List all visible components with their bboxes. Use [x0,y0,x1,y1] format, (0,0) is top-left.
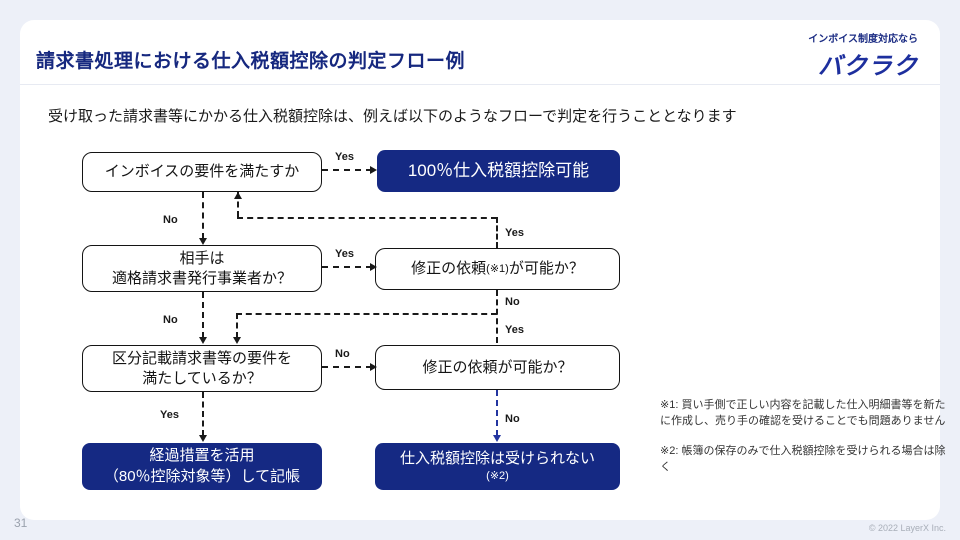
page-title: 請求書処理における仕入税額控除の判定フロー例 [36,51,466,72]
node-kubun-requirements-line2: 満たしているか？ [142,369,262,387]
node-correction-request-2: 修正の依頼が可能か？ [375,345,620,390]
edge-fix2-return-yes-label: Yes [505,324,524,336]
edge-invoice-no-label: No [163,214,178,226]
node-qualified-issuer: 相手は 適格請求書発行事業者か？ [82,245,322,292]
edge-issuer-no-label: No [163,314,178,326]
bakuraku-logo: バクラク [818,53,918,80]
footnotes: ※1: 買い手側で正しい内容を記載した仕入明細書等を新たに作成し、売り手の確認を… [660,398,952,476]
edge-fix2-no-label: No [505,413,520,425]
slide-card: 請求書処理における仕入税額控除の判定フロー例 インボイス制度対応なら バクラク … [20,20,945,520]
footnote-1: ※1: 買い手側で正しい内容を記載した仕入明細書等を新たに作成し、売り手の確認を… [660,399,946,427]
edge-kubun-no-label: No [335,348,350,360]
node-transitional-measures: 経過措置を活用 （80％控除対象等）して記帳 [82,443,322,490]
edge-merge-downline [236,313,238,338]
node-invoice-requirements-label: インボイスの要件を満たすか [104,163,300,181]
footnote-2: ※2: 帳簿の保存のみで仕入税額控除を受けられる場合は除く [660,444,946,473]
edge-fix2-no-line [496,390,498,436]
node-qualified-issuer-line2: 適格請求書発行事業者か？ [111,269,292,287]
node-no-deduction: 仕入税額控除は受けられない (※2) [375,443,620,490]
node-no-deduction-line1: 仕入税額控除は受けられない [399,449,595,467]
node-correction-request-2-label: 修正の依頼が可能か？ [422,358,573,376]
node-invoice-requirements: インボイスの要件を満たすか [82,152,322,192]
edge-issuer-no-line [202,292,204,338]
edge-issuer-yes-label: Yes [335,248,354,260]
slide-subtitle: 受け取った請求書等にかかる仕入税額控除は、例えば以下のようなフローで判定を行うこ… [48,108,737,125]
node-kubun-requirements: 区分記載請求書等の要件を 満たしているか？ [82,345,322,392]
node-correction-request-1: 修正の依頼(※1)が可能か？ [375,248,620,290]
edge-issuer-yes-arrowhead [370,263,377,271]
edge-kubun-no-line [322,366,372,368]
edge-invoice-yes-line [322,169,372,171]
edge-fix1-return-vline [496,217,498,248]
edge-fix1-return-yes-label: Yes [505,227,524,239]
edge-invoice-yes-arrowhead [370,166,377,174]
edge-kubun-yes-label: Yes [160,409,179,421]
node-qualified-issuer-line1: 相手は [179,250,225,267]
edge-issuer-no-arrowhead [199,337,207,344]
node-kubun-requirements-line1: 区分記載請求書等の要件を [111,350,292,367]
node-full-deduction: 100％仕入税額控除可能 [377,150,620,192]
header-divider [20,84,940,85]
node-transitional-measures-line1: 経過措置を活用 [149,447,255,465]
node-correction-request-1-note: (※1) [486,262,509,275]
node-transitional-measures-line2: （80％控除対象等）して記帳 [103,467,301,485]
edge-fix2-no-arrowhead [493,435,501,442]
edge-merge-arrowhead [233,337,241,344]
edge-kubun-yes-arrowhead [199,435,207,442]
edge-issuer-yes-line [322,266,372,268]
edge-kubun-yes-line [202,392,204,436]
edge-fix1-return-upline [237,192,239,217]
edge-fix1-no-vline [496,290,498,343]
page-number: 31 [14,516,28,530]
node-no-deduction-line2: (※2) [486,470,509,483]
node-correction-request-1-pre: 修正の依頼 [411,260,487,278]
node-correction-request-1-post: が可能か？ [508,260,584,278]
node-full-deduction-label: 100％仕入税額控除可能 [407,160,590,180]
edge-fix1-return-arrowhead [234,192,242,199]
edge-invoice-no-line [202,192,204,239]
logo-tagline: インボイス制度対応なら [808,34,918,45]
edge-fix1-return-hline [237,217,497,219]
edge-merge-hline [236,313,497,315]
edge-fix1-no-label: No [505,296,520,308]
copyright-text: © 2022 LayerX Inc. [868,523,946,533]
edge-invoice-yes-label: Yes [335,151,354,163]
edge-kubun-no-arrowhead [370,363,377,371]
edge-invoice-no-arrowhead [199,238,207,245]
